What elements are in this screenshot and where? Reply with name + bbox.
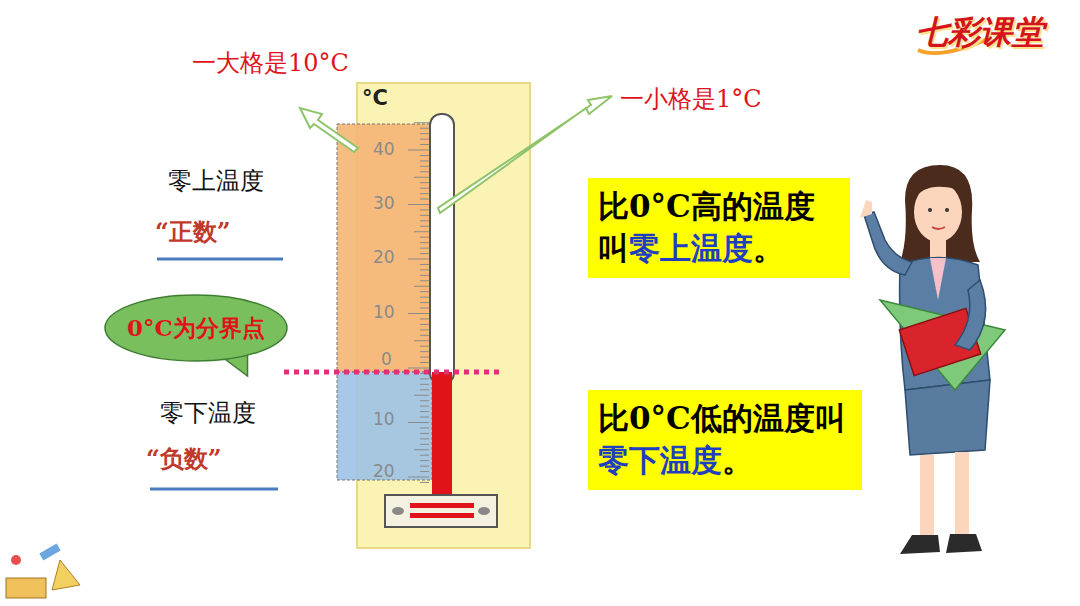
scale-number: 40	[373, 140, 395, 160]
teacher-figure	[860, 165, 1005, 554]
sign-label: “正数”	[155, 218, 231, 246]
term-text: 零上温度	[629, 230, 753, 266]
thermometer-board	[357, 83, 530, 548]
callout-bubble: 0°C为分界点	[104, 294, 288, 362]
term-text: 零下温度	[598, 442, 722, 478]
mercury	[432, 372, 452, 497]
annotation: 一大格是10°C	[192, 50, 349, 78]
positive-region	[337, 124, 432, 372]
unit-label: °C	[362, 86, 388, 110]
screw	[478, 507, 490, 515]
annotation: 一小格是1°C	[620, 86, 762, 114]
definition-box: 比0°C低的温度叫零下温度。	[588, 390, 862, 490]
base-bar	[410, 503, 474, 508]
scale-number: 0	[381, 350, 392, 370]
scale-number: 10	[373, 410, 395, 430]
scale-number: 10	[373, 303, 395, 323]
body-text: 0°C为分界点	[127, 314, 265, 341]
thermometer-base	[385, 495, 497, 527]
stationery-icon	[6, 544, 80, 598]
screw	[392, 507, 404, 515]
underline	[150, 488, 278, 491]
region-label: 零上温度	[168, 168, 264, 196]
thermometer-tube	[430, 114, 454, 384]
text-holder: 0°C为分界点	[127, 313, 265, 344]
pointer-arrow	[438, 96, 612, 213]
body-text: 比0°C低的温度叫	[598, 400, 846, 436]
pointer-arrow	[300, 108, 358, 152]
sign-label: “负数”	[146, 445, 222, 473]
body-text: 。	[753, 230, 784, 266]
scale-ticks	[408, 123, 429, 483]
region-label: 零下温度	[160, 400, 256, 428]
base-bar	[410, 513, 474, 518]
zero-line	[284, 370, 500, 375]
body-text: 。	[722, 442, 753, 478]
scale-number: 20	[373, 248, 395, 268]
scale-number: 20	[373, 462, 395, 482]
definition-box: 比0°C高的温度叫零上温度。	[588, 178, 850, 278]
scale-number: 30	[373, 194, 395, 214]
logo-text: 七彩课堂	[916, 14, 1044, 51]
underline	[157, 258, 283, 261]
